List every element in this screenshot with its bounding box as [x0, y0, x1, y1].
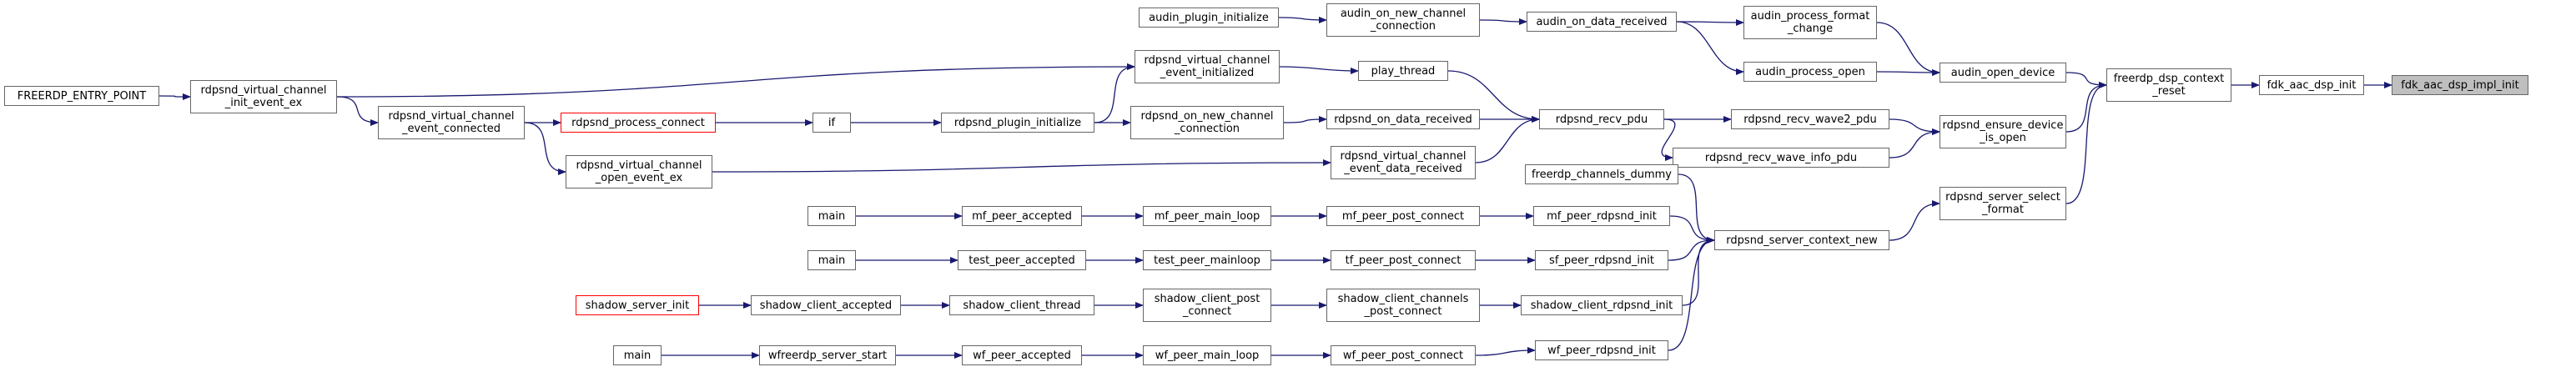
node-audin-on-new-channel-connection[interactable]: audin_on_new_channel _connection — [1326, 3, 1480, 37]
node-rdpsnd-plugin-initialize[interactable]: rdpsnd_plugin_initialize — [941, 113, 1094, 133]
call-edge-n20-n13 — [1447, 70, 1540, 123]
node-audin-open-device[interactable]: audin_open_device — [1940, 63, 2066, 83]
node-play-thread[interactable]: play_thread — [1358, 61, 1448, 81]
node-test-peer-accepted[interactable]: test_peer_accepted — [958, 250, 1086, 270]
node-rdpsnd-on-data-received[interactable]: rdpsnd_on_data_received — [1326, 109, 1480, 129]
node-main-2[interactable]: main — [808, 250, 856, 270]
call-edge-n49-n28 — [336, 63, 1135, 98]
call-edge-n47-n48 — [524, 122, 566, 175]
node-rdpsnd-virtual-channel-init-event-ex[interactable]: rdpsnd_virtual_channel _init_event_ex — [190, 80, 337, 113]
call-edge-n10-n5 — [1889, 128, 1940, 158]
node-test-peer-mainloop[interactable]: test_peer_mainloop — [1143, 250, 1271, 270]
node-rdpsnd-virtual-channel-open-event-ex[interactable]: rdpsnd_virtual_channel _open_event_ex — [566, 155, 712, 189]
node-shadow-client-channels-post-connect[interactable]: shadow_client_channels _post_connect — [1326, 289, 1480, 322]
call-edge-n12-n7 — [1676, 18, 1744, 26]
node-rdpsnd-on-new-channel-connection[interactable]: rdpsnd_on_new_channel _connection — [1130, 106, 1284, 139]
node-freerdp-dsp-context-reset[interactable]: freerdp_dsp_context _reset — [2106, 68, 2231, 102]
call-edge-n6-n3 — [2065, 82, 2107, 204]
node-rdpsnd-recv-pdu[interactable]: rdpsnd_recv_pdu — [1539, 109, 1664, 129]
call-edge-n26-n18 — [1475, 347, 1536, 356]
node-wf-peer-accepted[interactable]: wf_peer_accepted — [962, 345, 1082, 365]
call-edge-n48-n22 — [712, 159, 1331, 173]
call-edge-n34-n28 — [1094, 63, 1135, 123]
node-freerdp-channels-dummy[interactable]: freerdp_channels_dummy — [1525, 164, 1678, 184]
node-rdpsnd-recv-wave-info-pdu[interactable]: rdpsnd_recv_wave_info_pdu — [1673, 148, 1889, 168]
call-edge-n49-n47 — [336, 96, 379, 126]
call-edge-n18-n11 — [1668, 237, 1715, 351]
node-shadow-client-rdpsnd-init[interactable]: shadow_client_rdpsnd_init — [1521, 295, 1683, 315]
node-if[interactable]: if — [813, 113, 851, 133]
node-sf-peer-rdpsnd-init[interactable]: sf_peer_rdpsnd_init — [1535, 250, 1668, 270]
node-mf-peer-post-connect[interactable]: mf_peer_post_connect — [1326, 206, 1480, 226]
node-wf-peer-main-loop[interactable]: wf_peer_main_loop — [1143, 345, 1271, 365]
node-mf-peer-rdpsnd-init[interactable]: mf_peer_rdpsnd_init — [1533, 206, 1670, 226]
node-wfreerdp-server-start[interactable]: wfreerdp_server_start — [759, 345, 896, 365]
call-edge-n5-n3 — [2065, 82, 2107, 133]
call-edge-n11-n6 — [1889, 200, 1940, 241]
call-edge-n22-n13 — [1475, 116, 1540, 163]
call-edge-n16-n11 — [1668, 237, 1715, 261]
node-rdpsnd-virtual-channel-event-initialized[interactable]: rdpsnd_virtual_channel _event_initialize… — [1135, 50, 1280, 83]
node-rdpsnd-process-connect[interactable]: rdpsnd_process_connect — [561, 113, 716, 133]
node-shadow-client-accepted[interactable]: shadow_client_accepted — [751, 295, 901, 315]
node-fdk-aac-dsp-init[interactable]: fdk_aac_dsp_init — [2259, 75, 2364, 95]
node-mf-peer-main-loop[interactable]: mf_peer_main_loop — [1143, 206, 1271, 226]
node-audin-on-data-received[interactable]: audin_on_data_received — [1527, 12, 1677, 32]
node-fdk-aac-dsp-impl-init: fdk_aac_dsp_impl_init — [2392, 75, 2528, 95]
node-rdpsnd-server-select-format[interactable]: rdpsnd_server_select _format — [1940, 187, 2066, 220]
node-main-1[interactable]: main — [808, 206, 856, 226]
call-edge-n50-n49 — [158, 93, 191, 100]
call-edge-n7-n4 — [1876, 22, 1940, 76]
call-edge-n28-n20 — [1279, 66, 1359, 74]
call-edge-n29-n21 — [1283, 116, 1327, 123]
node-shadow-server-init[interactable]: shadow_server_init — [576, 295, 699, 315]
call-edge-n13-n10 — [1661, 118, 1676, 161]
call-edge-n9-n5 — [1889, 118, 1940, 135]
node-audin-process-format-change[interactable]: audin_process_format _change — [1743, 6, 1877, 39]
node-tf-peer-post-connect[interactable]: tf_peer_post_connect — [1331, 250, 1476, 270]
node-rdpsnd-recv-wave2-pdu[interactable]: rdpsnd_recv_wave2_pdu — [1731, 109, 1889, 129]
node-rdpsnd-virtual-channel-event-data-received[interactable]: rdpsnd_virtual_channel _event_data_recei… — [1331, 146, 1476, 179]
call-edge-n14-n11 — [1678, 173, 1715, 244]
call-edge-n19-n12 — [1479, 18, 1527, 25]
call-edge-n8-n4 — [1876, 68, 1940, 76]
node-rdpsnd-virtual-channel-event-connected[interactable]: rdpsnd_virtual_channel _event_connected — [378, 106, 525, 139]
call-edge-n12-n8 — [1676, 21, 1744, 75]
call-edge-n17-n11 — [1682, 237, 1715, 306]
node-rdpsnd-ensure-device-is-open[interactable]: rdpsnd_ensure_device _is_open — [1940, 115, 2066, 148]
node-shadow-client-post-connect[interactable]: shadow_client_post _connect — [1143, 289, 1271, 322]
node-freerdp-entry-point[interactable]: FREERDP_ENTRY_POINT — [4, 86, 159, 106]
call-edge-n15-n11 — [1669, 215, 1715, 244]
node-rdpsnd-server-context-new[interactable]: rdpsnd_server_context_new — [1714, 230, 1889, 250]
node-wf-peer-rdpsnd-init[interactable]: wf_peer_rdpsnd_init — [1535, 340, 1668, 360]
call-edge-n4-n3 — [2065, 72, 2107, 88]
node-wf-peer-post-connect[interactable]: wf_peer_post_connect — [1331, 345, 1476, 365]
node-mf-peer-accepted[interactable]: mf_peer_accepted — [962, 206, 1082, 226]
node-audin-process-open[interactable]: audin_process_open — [1743, 62, 1877, 82]
node-main-3[interactable]: main — [613, 345, 662, 365]
node-audin-plugin-initialize[interactable]: audin_plugin_initialize — [1139, 8, 1279, 28]
call-edge-n27-n19 — [1278, 16, 1327, 23]
node-shadow-client-thread[interactable]: shadow_client_thread — [949, 295, 1094, 315]
